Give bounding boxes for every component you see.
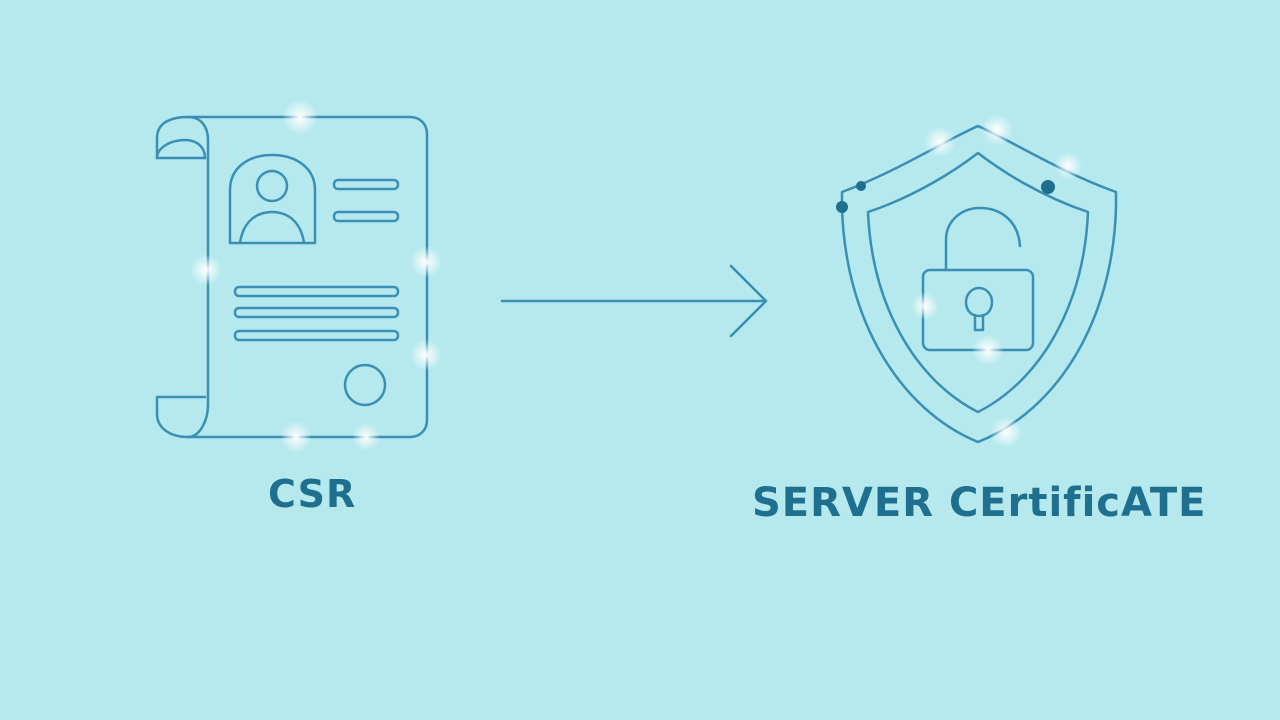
csr-glow-points: [190, 99, 442, 453]
right-arrow-icon: [500, 264, 768, 338]
csr-label: CSR: [268, 472, 357, 516]
shield-glow-points: [911, 114, 1082, 448]
shield-node-dots: [836, 180, 1055, 213]
csr-document-icon: [155, 115, 429, 439]
server-certificate-label: SERVER CErtificATE: [752, 480, 1207, 526]
